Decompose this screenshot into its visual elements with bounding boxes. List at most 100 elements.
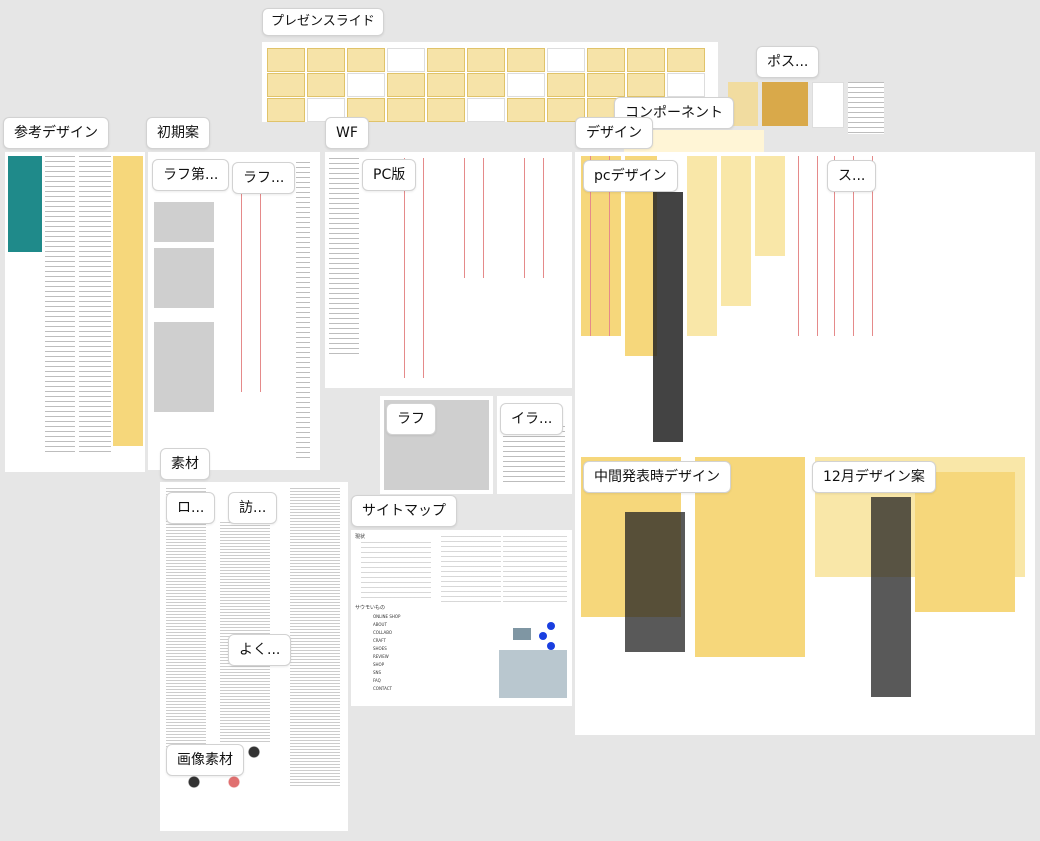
illustration-sketches <box>503 426 565 486</box>
slide-thumb <box>387 73 425 97</box>
slide-thumb <box>427 48 465 72</box>
initial-thumb-2 <box>154 248 214 308</box>
sitemap-item: CRAFT <box>373 638 386 643</box>
poster-thumb-2 <box>762 82 808 126</box>
initial-thumb-1 <box>154 202 214 242</box>
frame-label-rough-first[interactable]: ラフ第... <box>152 159 230 191</box>
slide-thumb <box>627 48 665 72</box>
sitemap-item: ABOUT <box>373 622 387 627</box>
sitemap-frame[interactable]: 現状 サウモいもの ONLINE SHOP ABOUT COLLABO CRAFT SH… <box>351 530 572 706</box>
design-pc-thumb-3 <box>653 192 683 442</box>
slide-thumb <box>547 73 585 97</box>
slide-thumb <box>507 48 545 72</box>
frame-label-pc-design[interactable]: pcデザイン <box>583 160 678 192</box>
wf-thumb-3 <box>455 158 495 278</box>
frame-label-image-materials[interactable]: 画像素材 <box>166 744 244 776</box>
slide-thumb <box>587 48 625 72</box>
design-dec-thumb-3 <box>915 472 1015 612</box>
sitemap-item: FAQ <box>373 678 381 683</box>
design-pc-thumb-6 <box>755 156 785 256</box>
frame-label-midterm-design[interactable]: 中間発表時デザイン <box>583 461 731 493</box>
frame-label-poster[interactable]: ポス... <box>756 46 820 78</box>
poster-frame[interactable] <box>728 82 888 134</box>
slide-thumb <box>307 73 345 97</box>
initial-plan-frame[interactable] <box>148 152 320 470</box>
slide-thumb <box>307 48 345 72</box>
reference-design-frame[interactable] <box>5 152 145 472</box>
wf-frame[interactable] <box>325 152 572 388</box>
frame-label-sitemap[interactable]: サイトマップ <box>351 495 457 527</box>
frame-label-s-short[interactable]: ス... <box>827 160 877 192</box>
ref-thumb-2 <box>45 156 75 456</box>
frame-label-initial-plan[interactable]: 初期案 <box>146 117 210 149</box>
design-pc-thumb-5 <box>721 156 751 306</box>
frame-label-december-design[interactable]: 12月デザイン案 <box>812 461 936 493</box>
slide-thumb <box>347 73 385 97</box>
materials-text-col-1 <box>166 488 206 748</box>
frame-label-faq-short[interactable]: よく... <box>228 634 292 666</box>
frame-label-materials[interactable]: 素材 <box>160 448 210 480</box>
slide-thumb <box>507 98 545 122</box>
slide-thumb <box>427 98 465 122</box>
slide-thumb <box>267 48 305 72</box>
initial-thumb-3 <box>154 322 214 412</box>
frame-label-presentation-slides[interactable]: プレゼンスライド <box>262 8 384 36</box>
wf-thumb-1 <box>329 158 359 358</box>
design-dec-thumb-2 <box>871 497 911 697</box>
sitemap-item: SHOP <box>373 662 385 667</box>
slide-thumb <box>667 48 705 72</box>
design-pc-thumb-7 <box>789 156 819 336</box>
wf-thumb-4 <box>515 158 555 278</box>
frame-label-rough-short[interactable]: ラフ... <box>232 162 296 194</box>
frame-label-reference-design[interactable]: 参考デザイン <box>3 117 109 149</box>
frame-label-pc-version[interactable]: PC版 <box>362 159 417 191</box>
sitemap-item: ONLINE SHOP <box>373 614 401 619</box>
sitemap-item: SNS <box>373 670 382 675</box>
ref-thumb-4 <box>113 156 143 446</box>
design-frame[interactable] <box>575 152 1035 735</box>
initial-thumb-5 <box>296 162 310 462</box>
sitemap-heading-mid: サウモいもの <box>355 605 386 611</box>
slide-thumb <box>587 73 625 97</box>
slide-thumb <box>427 73 465 97</box>
slide-thumb <box>267 98 305 122</box>
frame-label-design[interactable]: デザイン <box>575 117 653 149</box>
slide-thumb <box>507 73 545 97</box>
slide-thumb <box>387 48 425 72</box>
sitemap-dot-3 <box>547 642 555 650</box>
slide-thumb <box>467 98 505 122</box>
design-pc-thumb-4 <box>687 156 717 336</box>
wf-thumb-2 <box>395 158 435 378</box>
slide-thumb <box>467 73 505 97</box>
sitemap-photo <box>499 650 567 698</box>
sitemap-tree-top <box>361 542 431 600</box>
slide-thumb <box>667 73 705 97</box>
poster-thumb-4 <box>848 82 884 134</box>
slide-thumb <box>347 48 385 72</box>
slide-thumb <box>467 48 505 72</box>
sitemap-notes-top <box>441 536 501 606</box>
frame-label-rough[interactable]: ラフ <box>386 403 436 435</box>
sitemap-notes-right <box>503 536 567 606</box>
slide-thumb <box>627 73 665 97</box>
materials-text-col-2 <box>220 522 270 742</box>
component-frame[interactable] <box>624 130 764 152</box>
poster-thumb-3 <box>812 82 844 128</box>
frame-label-logo-short[interactable]: ロ... <box>166 492 216 524</box>
sitemap-item: REVIEW <box>373 654 389 659</box>
sitemap-item: COLLABO <box>373 630 393 635</box>
slide-thumb <box>387 98 425 122</box>
sitemap-dot-1 <box>547 622 555 630</box>
design-mid-thumb-2 <box>625 512 685 652</box>
slide-thumb <box>547 48 585 72</box>
frame-label-visit-short[interactable]: 訪... <box>228 492 278 524</box>
frame-label-wf[interactable]: WF <box>325 117 369 149</box>
slide-thumb <box>267 73 305 97</box>
initial-thumb-4 <box>232 162 278 392</box>
sitemap-heading-top: 現状 <box>355 534 366 540</box>
frame-label-illustration-short[interactable]: イラ... <box>500 403 564 435</box>
sitemap-item: CONTACT <box>373 686 392 691</box>
ref-thumb-1 <box>8 156 42 252</box>
materials-text-col-3 <box>290 488 340 788</box>
